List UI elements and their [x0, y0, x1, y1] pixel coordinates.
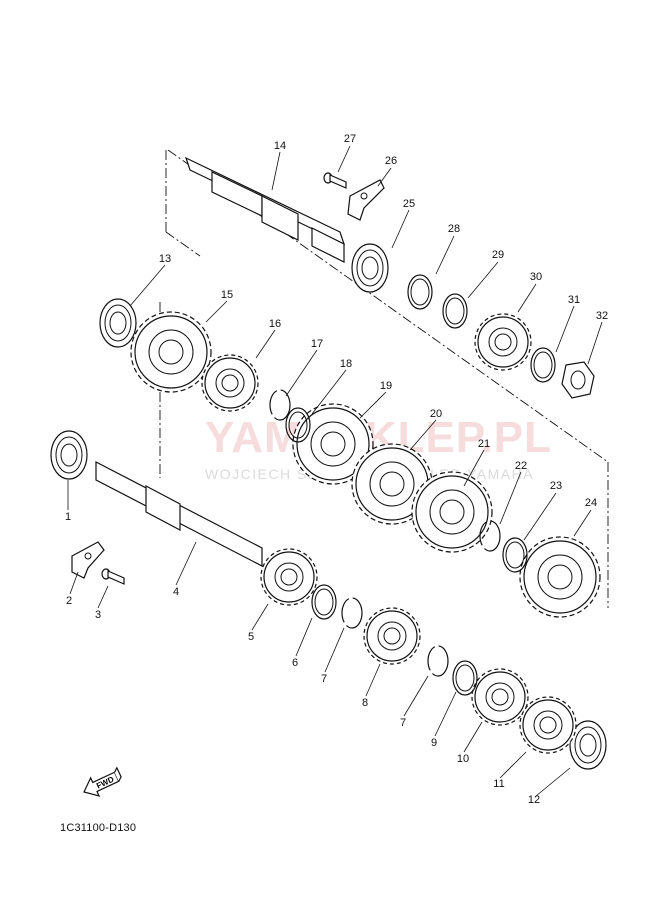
gear-16: [201, 354, 259, 412]
bearing-13: [99, 298, 137, 348]
part-label-18: 18: [339, 358, 353, 370]
bearing-1: [50, 430, 88, 480]
part-label-13: 13: [158, 253, 172, 265]
circlip-7b: [427, 645, 449, 677]
part-label-1: 1: [64, 511, 72, 523]
part-label-20: 20: [429, 408, 443, 420]
part-label-5: 5: [247, 631, 255, 643]
part-label-2: 2: [65, 595, 73, 607]
main-axle-4: [95, 302, 263, 567]
part-label-9: 9: [430, 737, 438, 749]
part-label-19: 19: [379, 380, 393, 392]
drive-axle-14: [184, 156, 346, 263]
part-label-15: 15: [220, 289, 234, 301]
fwd-arrow-icon: FWD: [83, 766, 122, 797]
sprocket-30: [474, 313, 532, 371]
part-label-22: 22: [514, 460, 528, 472]
gear-10: [471, 668, 529, 726]
collar-28: [407, 274, 433, 310]
part-label-26: 26: [384, 155, 398, 167]
lock-washer-31: [530, 347, 556, 383]
part-label-23: 23: [549, 480, 563, 492]
gear-8: [363, 607, 421, 665]
collar-29: [442, 293, 468, 329]
part-label-10: 10: [456, 753, 470, 765]
bolt-27: [323, 172, 347, 189]
part-label-27: 27: [343, 133, 357, 145]
gear-24: [519, 536, 601, 618]
frame-line: [165, 149, 609, 608]
part-label-31: 31: [567, 294, 581, 306]
part-label-8: 8: [361, 697, 369, 709]
plate-26: [347, 179, 385, 221]
part-label-14: 14: [273, 140, 287, 152]
part-label-11: 11: [493, 778, 505, 790]
diagram-code: 1C31100-D130: [60, 822, 137, 834]
nut-32: [561, 361, 595, 399]
gear-5: [260, 548, 318, 606]
part-label-12: 12: [527, 794, 541, 806]
part-label-6: 6: [291, 657, 299, 669]
part-label-25: 25: [402, 198, 416, 210]
washer-6: [311, 584, 337, 620]
part-label-7b: 7: [399, 717, 407, 729]
gear-15: [130, 311, 212, 393]
circlip-7a: [341, 597, 363, 629]
leader-lines: [67, 145, 603, 797]
washer-9: [452, 660, 478, 696]
part-label-29: 29: [491, 249, 505, 261]
part-label-28: 28: [447, 223, 461, 235]
part-label-24: 24: [584, 497, 598, 509]
part-label-17: 17: [310, 338, 324, 350]
part-label-7a: 7: [320, 673, 328, 685]
bolt-3: [101, 568, 125, 585]
gear-11: [519, 696, 577, 754]
part-label-3: 3: [94, 609, 102, 621]
bearing-25: [351, 243, 389, 293]
washer-23: [502, 537, 528, 573]
plate-2: [71, 541, 105, 579]
part-label-4: 4: [172, 586, 180, 598]
part-label-32: 32: [595, 310, 609, 322]
part-label-30: 30: [529, 271, 543, 283]
part-label-16: 16: [268, 318, 282, 330]
part-label-21: 21: [477, 438, 491, 450]
